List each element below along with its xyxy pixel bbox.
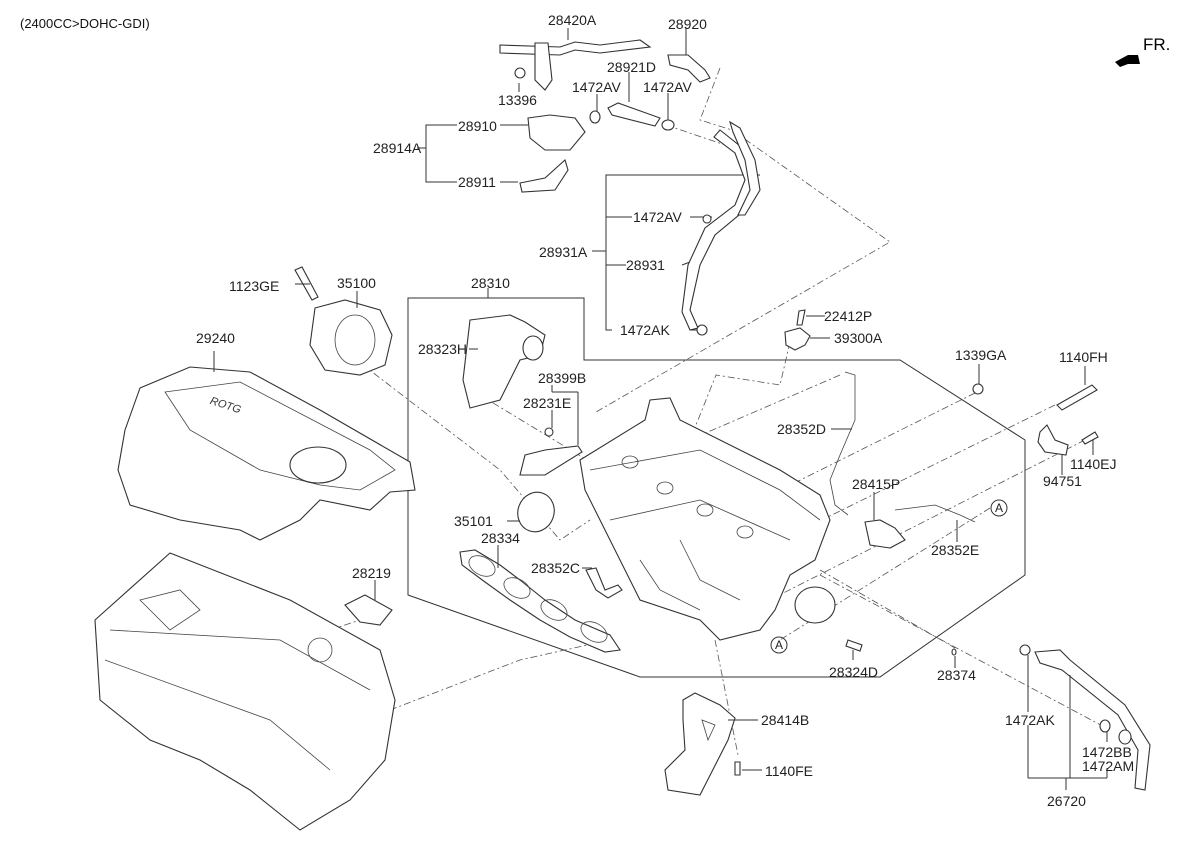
part-label-94751[interactable]: 94751	[1043, 473, 1082, 489]
hose-28352D	[829, 371, 856, 516]
link-28399B	[519, 445, 583, 476]
gasket-ring-35101	[517, 491, 555, 533]
part-label-1123GE[interactable]: 1123GE	[229, 278, 280, 294]
bracket-28931A	[605, 174, 760, 331]
alignment-line	[689, 341, 791, 441]
solenoid-28415P	[864, 519, 906, 549]
part-label-28310[interactable]: 28310	[471, 275, 510, 291]
engine-variant-title: (2400CC>DOHC-GDI)	[20, 16, 150, 31]
part-label-28399B[interactable]: 28399B	[538, 370, 587, 386]
bolt-1140EJ	[1081, 431, 1099, 445]
hose-28931	[681, 129, 756, 331]
clip-28231E	[544, 427, 554, 437]
part-label-1472AK[interactable]: 1472AK	[1005, 712, 1055, 728]
washer-1339GA	[972, 383, 984, 395]
reference-callout-A	[990, 499, 1008, 517]
part-label-28352D[interactable]: 28352D	[777, 421, 827, 437]
part-label-1472AV[interactable]: 1472AV	[572, 79, 621, 95]
part-label-28219[interactable]: 28219	[352, 565, 391, 581]
alignment-line	[699, 404, 1056, 581]
leader-lines	[213, 28, 1108, 790]
part-label-26720[interactable]: 26720	[1047, 793, 1086, 809]
hose-28352E	[894, 504, 976, 523]
part-label-1140FE[interactable]: 1140FE	[765, 763, 813, 779]
part-label-28231E[interactable]: 28231E	[523, 395, 572, 411]
part-label-28414B[interactable]: 28414B	[761, 712, 810, 728]
hose-28352C	[585, 567, 623, 599]
part-label-35100[interactable]: 35100	[337, 275, 376, 291]
bolt-28324D	[845, 639, 863, 652]
part-label-1140EJ[interactable]: 1140EJ	[1070, 456, 1117, 472]
clamp-1472AK	[1019, 644, 1031, 656]
bolt-1140FH	[1056, 384, 1098, 411]
part-label-28420A[interactable]: 28420A	[548, 12, 597, 28]
front-direction-arrow-icon	[1115, 55, 1140, 67]
alignment-line	[595, 67, 891, 413]
part-label-28334[interactable]: 28334	[481, 530, 520, 546]
part-label-1472AK[interactable]: 1472AK	[620, 322, 670, 338]
manifold-gasket-28334	[459, 549, 621, 653]
front-direction-label: FR.	[1143, 35, 1171, 54]
callout-A-label: A	[995, 501, 1004, 515]
bracket-94751	[1037, 424, 1069, 456]
part-label-28910[interactable]: 28910	[458, 118, 497, 134]
pipe-28420A	[499, 39, 652, 56]
bracket-28911	[519, 159, 569, 193]
part-label-28911[interactable]: 28911	[458, 174, 496, 190]
cylinder-head-engine	[94, 552, 396, 831]
part-label-13396[interactable]: 13396	[498, 92, 537, 108]
part-label-1339GA[interactable]: 1339GA	[955, 347, 1007, 363]
part-label-28352C[interactable]: 28352C	[531, 560, 581, 576]
intake-manifold	[579, 397, 831, 641]
bracket-28414B	[664, 692, 736, 796]
clamp-1472BB	[1099, 719, 1111, 733]
part-label-1140FH[interactable]: 1140FH	[1059, 349, 1108, 365]
part-label-28920[interactable]: 28920	[668, 16, 707, 32]
part-label-28415P[interactable]: 28415P	[852, 476, 901, 492]
part-label-1472AV[interactable]: 1472AV	[643, 79, 692, 95]
alignment-line	[739, 439, 1086, 616]
assembly-outline-28310	[407, 297, 1026, 678]
hose-28920	[667, 54, 711, 83]
part-label-28931[interactable]: 28931	[626, 257, 665, 273]
part-28219-heat-shield	[344, 594, 393, 626]
screw-22412P	[796, 309, 806, 326]
sensor-39300A	[784, 327, 811, 351]
bracket-28914A	[425, 124, 457, 183]
part-label-1472AM[interactable]: 1472AM	[1082, 758, 1135, 774]
part-label-29240[interactable]: 29240	[196, 330, 235, 346]
reference-callout-A	[770, 636, 788, 654]
alignment-line	[819, 574, 1111, 731]
part-label-28324D[interactable]: 28324D	[829, 664, 879, 680]
hose-26720	[1034, 649, 1151, 791]
part-label-39300A[interactable]: 39300A	[834, 330, 883, 346]
callout-A-label: A	[775, 638, 784, 652]
part-label-35101[interactable]: 35101	[454, 513, 493, 529]
bolt-1140FE	[734, 761, 741, 776]
part-label-28374[interactable]: 28374	[937, 667, 976, 683]
alignment-line	[819, 569, 956, 649]
alignment-line	[714, 639, 739, 756]
part-label-28914A[interactable]: 28914A	[373, 140, 422, 156]
clamp-1472AV	[589, 110, 601, 124]
engine-cover-29240	[117, 366, 416, 541]
part-label-22412P[interactable]: 22412P	[824, 308, 873, 324]
part-label-28352E[interactable]: 28352E	[931, 542, 980, 558]
valve-assembly	[794, 586, 836, 624]
part-label-28921D[interactable]: 28921D	[607, 59, 657, 75]
part-label-28931A[interactable]: 28931A	[539, 244, 588, 260]
throttle-body-35100	[309, 299, 393, 376]
alignment-line	[389, 639, 611, 711]
clamp-1472AK	[696, 324, 708, 336]
clamp-1472AV	[661, 119, 675, 131]
part-label-1472BB[interactable]: 1472BB	[1082, 744, 1132, 760]
part-28374	[951, 648, 957, 656]
valve-28910	[527, 114, 586, 151]
part-label-28323H[interactable]: 28323H	[418, 341, 468, 357]
part-label-1472AV[interactable]: 1472AV	[633, 209, 682, 225]
hose-28921D	[607, 102, 661, 127]
